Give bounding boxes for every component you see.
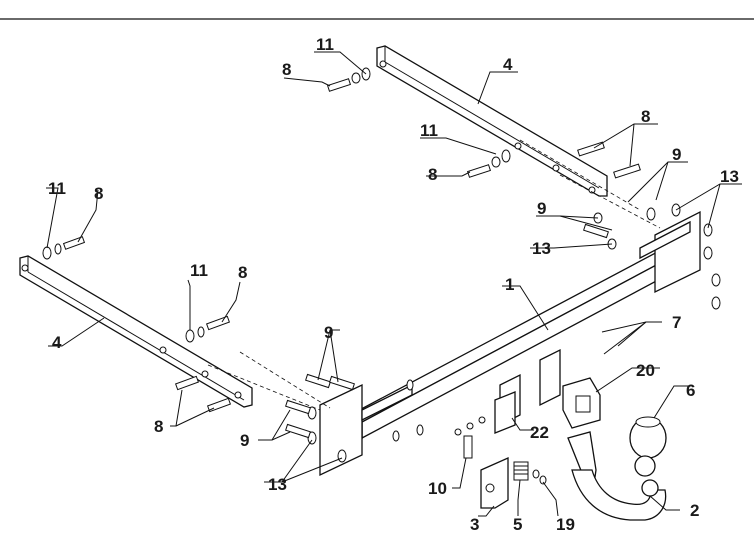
fasteners — [42, 67, 721, 463]
callout-6: 6 — [686, 381, 695, 400]
callout-9-right: 9 — [672, 145, 681, 164]
callout-1: 1 — [505, 275, 514, 294]
callout-4-top: 4 — [503, 55, 513, 74]
callout-11-mid: 11 — [420, 121, 438, 140]
callout-11-top: 11 — [316, 35, 334, 54]
callout-8-left-mid: 8 — [238, 263, 247, 282]
callout-11-left-mid: 11 — [190, 261, 208, 280]
callout-20: 20 — [636, 361, 655, 380]
callout-13-mid: 13 — [532, 239, 551, 258]
nut-19 — [532, 469, 547, 485]
callout-8-left: 8 — [94, 184, 103, 203]
socket-plate — [480, 456, 509, 509]
callout-9-left-lower: 9 — [240, 431, 249, 450]
bracket-22 — [494, 391, 516, 434]
callout-8-right: 8 — [641, 107, 650, 126]
callout-2: 2 — [690, 501, 699, 520]
callout-13-left: 13 — [268, 475, 287, 494]
upper-side-bracket — [376, 45, 608, 197]
callout-11-left: 11 — [48, 179, 66, 198]
tow-ball-cap — [629, 416, 667, 459]
left-side-bracket — [19, 255, 253, 408]
callout-3: 3 — [470, 515, 479, 534]
callout-8-top: 8 — [282, 60, 291, 79]
callout-labels: 11 8 4 11 8 8 9 13 9 13 11 8 11 8 4 1 7 … — [48, 35, 739, 534]
callout-9-right-lower: 9 — [537, 199, 546, 218]
callout-22: 22 — [530, 423, 549, 442]
spring — [513, 461, 529, 481]
leader-lines — [46, 51, 742, 517]
callout-4-left: 4 — [52, 333, 62, 352]
bolt-10 — [463, 435, 473, 459]
socket-bracket — [562, 377, 601, 429]
callout-8-left-lower: 8 — [154, 417, 163, 436]
callout-19: 19 — [556, 515, 575, 534]
tow-ball-neck — [567, 431, 667, 521]
callout-7: 7 — [672, 313, 681, 332]
callout-13-right: 13 — [720, 167, 739, 186]
main-crossbeam — [207, 139, 701, 477]
callout-10: 10 — [428, 479, 447, 498]
callout-9-left: 9 — [324, 323, 333, 342]
callout-5: 5 — [513, 515, 522, 534]
callout-8-mid: 8 — [428, 165, 437, 184]
